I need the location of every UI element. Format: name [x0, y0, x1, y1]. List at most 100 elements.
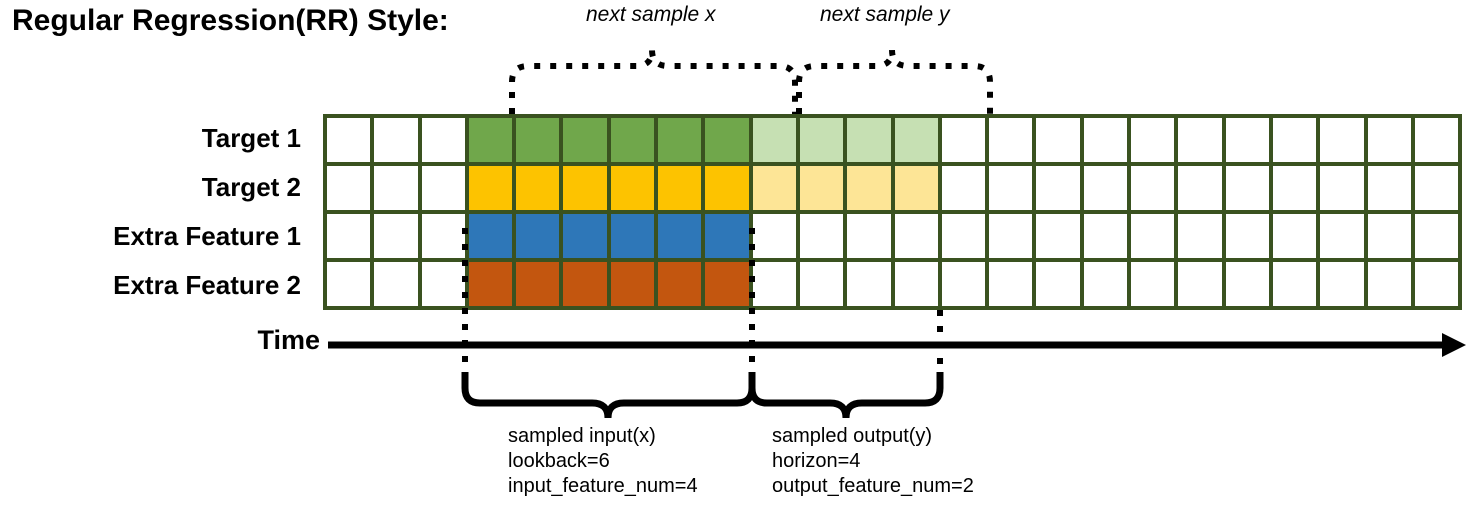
grid-cell-blank [1131, 166, 1175, 210]
caption-output-line2: horizon=4 [772, 450, 861, 472]
grid-cell-blank [1272, 118, 1317, 162]
grid-row [327, 118, 1459, 162]
grid-cell-input [516, 166, 560, 210]
grid-cell-input [563, 118, 607, 162]
grid-cell-input [658, 262, 702, 306]
grid-row [327, 166, 1459, 210]
sampled-output-brace [748, 372, 944, 419]
grid-cell-blank [1414, 166, 1459, 210]
grid-cell-blank [1367, 262, 1411, 306]
grid-cell-blank [1225, 166, 1269, 210]
grid-cell-output [752, 166, 796, 210]
row-label-extra-feature-2: Extra Feature 2 [113, 270, 301, 300]
grid-cell-blank [894, 214, 938, 258]
grid-cell-blank [1272, 166, 1317, 210]
grid-row [327, 214, 1459, 258]
row-label-target-2: Target 2 [201, 172, 301, 202]
grid-cell-blank [421, 166, 465, 210]
grid-cell-blank [1367, 118, 1411, 162]
grid-cell-blank [1320, 166, 1364, 210]
grid-cell-input [516, 214, 560, 258]
grid-cell-blank [421, 262, 465, 306]
grid-cell-blank [1036, 262, 1080, 306]
grid-cell-blank [1131, 214, 1175, 258]
grid-cell-blank [1083, 262, 1128, 306]
grid-cell-blank [327, 118, 371, 162]
grid-cell-blank [752, 214, 796, 258]
grid-cell-output [847, 118, 891, 162]
grid-cell-blank [1272, 214, 1317, 258]
grid-cell-input [705, 118, 749, 162]
grid-cell-blank [1225, 118, 1269, 162]
caption-output-line1: sampled output(y) [772, 425, 933, 447]
grid-cell-blank [941, 166, 986, 210]
grid-cell-blank [989, 262, 1033, 306]
grid-cell-output [894, 118, 938, 162]
grid-cell-output [752, 118, 796, 162]
grid-cell-input [563, 166, 607, 210]
grid-cell-blank [374, 118, 418, 162]
grid-cell-input [468, 118, 513, 162]
grid-cell-blank [1083, 214, 1128, 258]
caption-input-line2: lookback=6 [508, 450, 610, 472]
grid-cell-blank [1272, 262, 1317, 306]
grid-cell-blank [1178, 262, 1222, 306]
grid-cell-output [847, 166, 891, 210]
grid-cell-input [610, 214, 655, 258]
grid-cell-blank [847, 214, 891, 258]
grid-cell-blank [1036, 118, 1080, 162]
grid-cell-blank [1367, 166, 1411, 210]
grid-cell-blank [752, 262, 796, 306]
next-sample-x-brace [509, 49, 798, 114]
grid-cell-blank [374, 214, 418, 258]
grid-cell-input [468, 262, 513, 306]
grid-cell-blank [989, 166, 1033, 210]
grid-cell-input [610, 262, 655, 306]
next-sample-y-label: next sample y [820, 3, 950, 26]
grid-cell-input [705, 214, 749, 258]
page-title: Regular Regression(RR) Style: [12, 4, 449, 37]
grid-cell-blank [1131, 262, 1175, 306]
grid-cell-input [563, 262, 607, 306]
grid-cell-blank [327, 262, 371, 306]
grid-cell-blank [1083, 166, 1128, 210]
grid-cell-blank [1131, 118, 1175, 162]
grid-cell-input [658, 118, 702, 162]
grid-cell-blank [1367, 214, 1411, 258]
grid-cell-blank [1036, 166, 1080, 210]
grid-cell-blank [1225, 262, 1269, 306]
grid-cell-input [610, 166, 655, 210]
grid-cell-output [894, 166, 938, 210]
grid-cell-blank [894, 262, 938, 306]
grid-cell-input [658, 166, 702, 210]
grid-cell-blank [1178, 166, 1222, 210]
row-label-extra-feature-1: Extra Feature 1 [113, 221, 301, 251]
timeline-grid [323, 114, 1462, 310]
grid-cell-output [799, 118, 844, 162]
grid-cell-blank [1178, 214, 1222, 258]
caption-input-line1: sampled input(x) [508, 425, 656, 447]
grid-cell-input [563, 214, 607, 258]
grid-cell-blank [327, 166, 371, 210]
grid-row [327, 262, 1459, 306]
grid-cell-blank [1320, 118, 1364, 162]
time-axis-arrowhead [1442, 333, 1466, 357]
grid-cell-blank [1320, 214, 1364, 258]
grid-cell-blank [374, 262, 418, 306]
next-sample-x-label: next sample x [586, 3, 716, 26]
grid-cell-blank [421, 214, 465, 258]
grid-cell-input [468, 166, 513, 210]
sampled-input-brace [461, 372, 756, 419]
grid-cell-blank [1320, 262, 1364, 306]
grid-cell-blank [1225, 214, 1269, 258]
grid-cell-blank [1083, 118, 1128, 162]
grid-cell-blank [941, 214, 986, 258]
grid-cell-input [610, 118, 655, 162]
grid-cell-blank [989, 118, 1033, 162]
row-label-column: Target 1 Target 2 Extra Feature 1 Extra … [0, 114, 315, 310]
next-sample-y-brace [796, 49, 993, 114]
row-label-target-1: Target 1 [201, 123, 301, 153]
